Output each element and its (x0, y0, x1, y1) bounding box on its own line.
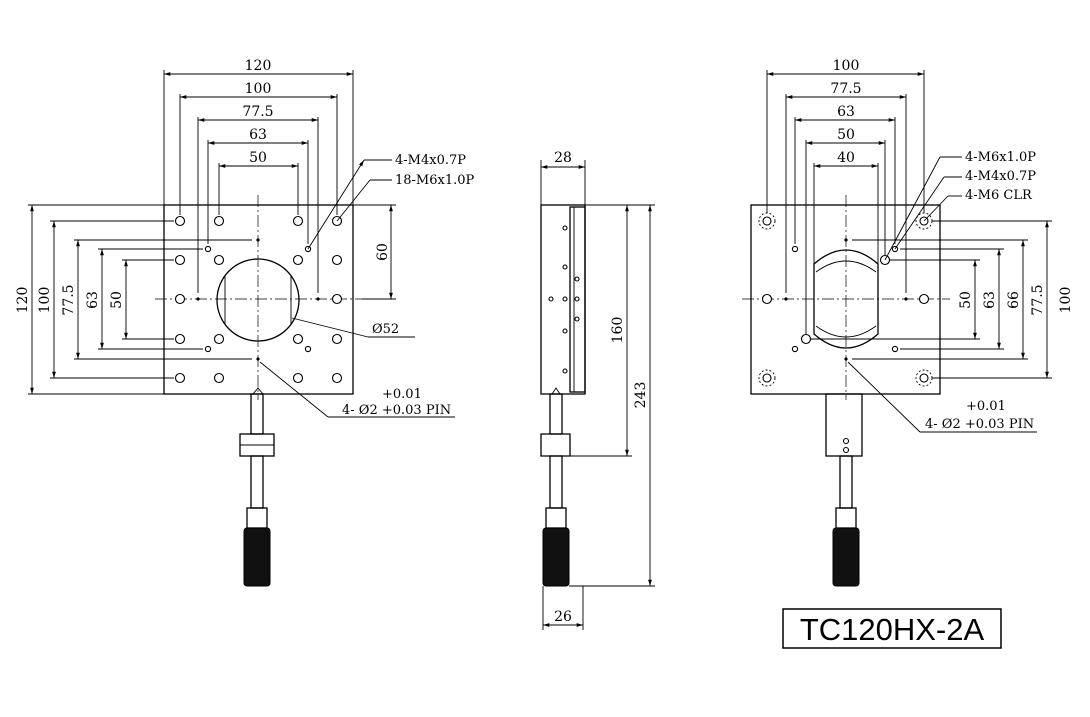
front-callout-pin: 4- Ø2 +0.03 PIN (342, 403, 451, 418)
rear-dim-right-100: 100 (1058, 287, 1074, 314)
front-stage-outline (163, 204, 354, 395)
side-view: 28 26 160 243 (540, 150, 655, 630)
front-micrometer (239, 387, 275, 587)
front-dim-left-77-5: 77.5 (61, 284, 77, 315)
rear-stage-outline (750, 204, 941, 395)
side-dim-160: 160 (610, 317, 626, 344)
rear-dim-right-50: 50 (958, 291, 974, 309)
side-knob (542, 527, 570, 587)
front-dim-top-100: 100 (245, 81, 272, 97)
front-dim-top-77-5: 77.5 (242, 104, 273, 120)
rear-dim-top-50: 50 (837, 127, 855, 143)
side-dim-243: 243 (633, 382, 649, 409)
rear-callout-clr: 4-M6 CLR (965, 188, 1033, 203)
front-callout-bore: Ø52 (372, 322, 399, 337)
front-dim-top-63: 63 (249, 127, 267, 143)
rear-dim-top-100: 100 (833, 58, 860, 74)
rear-clr-holes (758, 212, 933, 387)
rear-callout-m6: 4-M6x1.0P (965, 150, 1036, 165)
front-dim-left-120: 120 (15, 287, 31, 314)
side-dim-26: 26 (554, 609, 572, 625)
part-number-box: TC120HX-2A (782, 608, 1002, 649)
front-callout-m6: 18-M6x1.0P (395, 173, 475, 188)
side-dim-28: 28 (554, 150, 572, 166)
front-dim-left-63: 63 (85, 291, 101, 309)
rear-dim-top-40: 40 (837, 150, 855, 166)
rear-callout-pin-tol: +0.01 (966, 399, 1006, 414)
rear-callout-m4: 4-M4x0.7P (965, 169, 1036, 184)
front-callout-m4: 4-M4x0.7P (395, 153, 466, 168)
rear-dim-right-66: 66 (1006, 291, 1022, 309)
rear-knob (832, 527, 860, 587)
rear-dim-right-77-5: 77.5 (1030, 284, 1046, 315)
front-center-bore (216, 258, 300, 342)
front-m6-holes (174, 215, 343, 384)
front-dim-right-60: 60 (375, 243, 391, 261)
front-dim-top-120: 120 (245, 58, 272, 74)
front-callout-pin-tol: +0.01 (382, 387, 422, 402)
front-dim-top-50: 50 (249, 150, 267, 166)
front-dim-left-50: 50 (109, 291, 125, 309)
rear-dim-top-77-5: 77.5 (830, 81, 861, 97)
rear-view: 100 77.5 63 50 40 50 63 66 77.5 100 4- (742, 58, 1074, 587)
rear-callout-pin: 4- Ø2 +0.03 PIN (925, 417, 1034, 432)
part-number: TC120HX-2A (800, 612, 985, 647)
rear-dim-right-63: 63 (982, 291, 998, 309)
rear-center-slot (813, 249, 879, 349)
front-knob (243, 527, 271, 587)
front-view: 120 100 77.5 63 50 120 100 77.5 63 50 60 (15, 58, 475, 587)
front-dim-left-100: 100 (37, 287, 53, 314)
rear-dim-top-63: 63 (837, 104, 855, 120)
